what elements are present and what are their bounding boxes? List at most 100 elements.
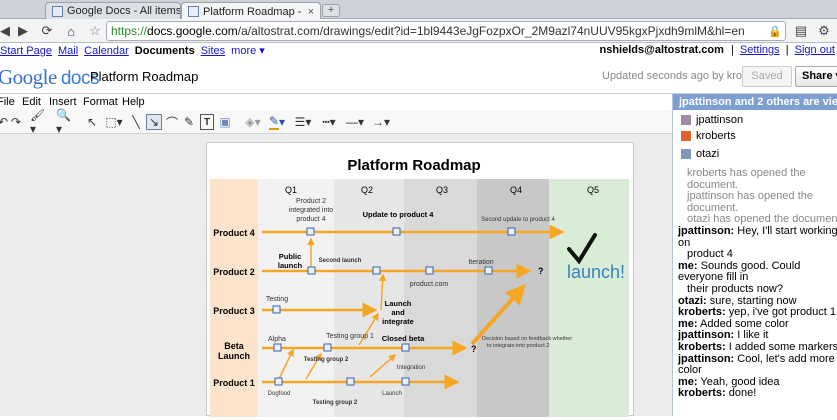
annotation[interactable]: integrate [382,317,414,326]
annotation[interactable]: Testing group 1 [326,333,374,340]
milestone-marker[interactable] [273,343,282,352]
annotation[interactable]: Integration [397,365,425,371]
connector-arrow[interactable] [305,352,322,380]
annotation[interactable]: Public [279,252,302,261]
page-menu-icon[interactable]: ▤ [794,23,808,38]
annotation[interactable]: ? [538,266,544,276]
annotation[interactable]: Decision based on feedback whether [482,336,572,342]
roadmap-drawing[interactable]: Platform Roadmap Q1 Q2 Q3 Q4 Q5 Product … [207,143,635,417]
new-tab-button[interactable]: + [322,4,340,17]
menu-help[interactable]: Help [122,96,145,108]
tab-all-items[interactable]: Google Docs - All items × [45,2,181,19]
annotation[interactable]: Closed beta [382,334,425,343]
scribble-icon[interactable]: ✎ [183,115,195,129]
drawing-canvas[interactable]: Platform Roadmap Q1 Q2 Q3 Q4 Q5 Product … [0,134,672,417]
annotation[interactable]: Alpha [268,336,286,343]
milestone-marker[interactable] [346,377,355,386]
link-sign-out[interactable]: Sign out [794,44,835,56]
redo-icon[interactable]: ↷ [10,115,22,129]
bookmark-star-icon[interactable]: ☆ [89,23,101,38]
launch-text[interactable]: launch! [567,262,625,282]
connector-arrow[interactable] [369,354,397,378]
link-start-page[interactable]: Start Page [0,45,52,57]
milestone-marker[interactable] [323,343,332,352]
checkmark-icon[interactable] [567,233,597,265]
milestone-marker[interactable] [272,305,281,314]
home-icon[interactable]: ⌂ [67,23,75,39]
link-calendar[interactable]: Calendar [84,45,129,57]
share-button[interactable]: Share ▾ [795,66,837,87]
connector-arrow[interactable] [277,348,294,382]
select-pointer-icon[interactable]: ↖ [86,115,98,129]
saved-button[interactable]: Saved [742,66,792,87]
milestone-marker[interactable] [307,266,316,275]
link-more[interactable]: more ▾ [231,45,265,57]
milestone-marker[interactable] [392,227,401,236]
annotation[interactable]: Testing group 2 [304,357,349,363]
text-box-icon[interactable]: T [200,114,214,130]
annotation[interactable]: launch [278,261,303,270]
connector-arrow[interactable] [378,273,387,311]
fill-color-icon[interactable]: ◈▾ [245,115,261,129]
annotation[interactable]: product.com [410,281,449,288]
menu-edit[interactable]: Edit [22,96,41,108]
milestone-marker[interactable] [401,377,410,386]
milestone-marker[interactable] [507,227,516,236]
annotation[interactable]: Product 2 [296,198,326,205]
annotation[interactable]: to integrate into product 2 [487,343,549,349]
reload-icon[interactable]: ⟳ [41,23,53,38]
big-launch-arrow[interactable] [470,284,526,346]
annotation[interactable]: Testing [266,296,288,303]
annotation[interactable]: Iteration [468,259,493,266]
annotation[interactable]: Update to product 4 [363,210,435,219]
annotation[interactable]: ? [471,344,477,354]
link-documents[interactable]: Documents [134,45,195,57]
milestone-marker[interactable] [274,377,283,386]
milestone-marker[interactable] [425,266,434,275]
menu-file[interactable]: File [0,96,15,108]
polyline-icon[interactable]: ⌒ [166,115,179,130]
shape-icon[interactable]: ⬚▾ [105,115,123,129]
line-dash-icon[interactable]: ┅▾ [322,115,336,129]
wrench-icon[interactable]: ⚙ [818,23,830,38]
annotation[interactable]: Testing group 2 [313,400,358,406]
annotation[interactable]: Second launch [319,258,362,264]
viewer-kroberts[interactable]: kroberts [681,130,736,142]
viewer-otazi[interactable]: otazi [681,148,719,160]
line-icon[interactable]: ╲ [132,115,140,129]
annotation[interactable]: Dogfood [268,391,291,397]
line-end-icon[interactable]: →▾ [371,115,391,129]
line-color-icon[interactable]: ✎▾ [268,114,286,130]
undo-icon[interactable]: ↶ [0,115,9,129]
link-settings[interactable]: Settings [739,44,780,56]
arrow-tool-icon[interactable]: ↘ [146,114,162,130]
back-icon[interactable]: ◀ [0,23,10,38]
viewer-jpattinson[interactable]: jpattinson [681,114,743,126]
annotation[interactable]: product 4 [296,216,325,223]
milestone-marker[interactable] [306,227,315,236]
connector-arrow[interactable] [358,312,379,346]
milestone-marker[interactable] [484,266,493,275]
address-bar[interactable]: https://docs.google.com/a/altostrat.com/… [106,21,786,41]
annotation[interactable]: integrated into [289,207,333,214]
zoom-icon[interactable]: 🔍▾ [56,108,71,136]
line-start-icon[interactable]: —▾ [345,115,365,129]
milestone-marker[interactable] [401,343,410,352]
link-mail[interactable]: Mail [57,45,79,57]
milestone-marker[interactable] [372,266,381,275]
link-sites[interactable]: Sites [200,45,226,57]
annotation[interactable]: Launch [382,391,402,397]
paint-format-icon[interactable]: 🖌▾ [30,108,46,136]
drawing-page[interactable]: Platform Roadmap Q1 Q2 Q3 Q4 Q5 Product … [206,142,635,417]
close-tab-icon[interactable]: × [307,5,314,18]
image-icon[interactable]: ▣ [219,115,231,129]
annotation[interactable]: Launch [385,299,412,308]
annotation[interactable]: Second update to product 4 [481,217,555,223]
menu-format[interactable]: Format [83,96,118,108]
tab-platform-roadmap[interactable]: Platform Roadmap - Google Docs × [181,2,321,20]
annotation[interactable]: and [391,308,405,317]
menu-insert[interactable]: Insert [49,96,77,108]
document-title[interactable]: Platform Roadmap [90,69,199,84]
line-weight-icon[interactable]: ☰▾ [294,115,312,129]
